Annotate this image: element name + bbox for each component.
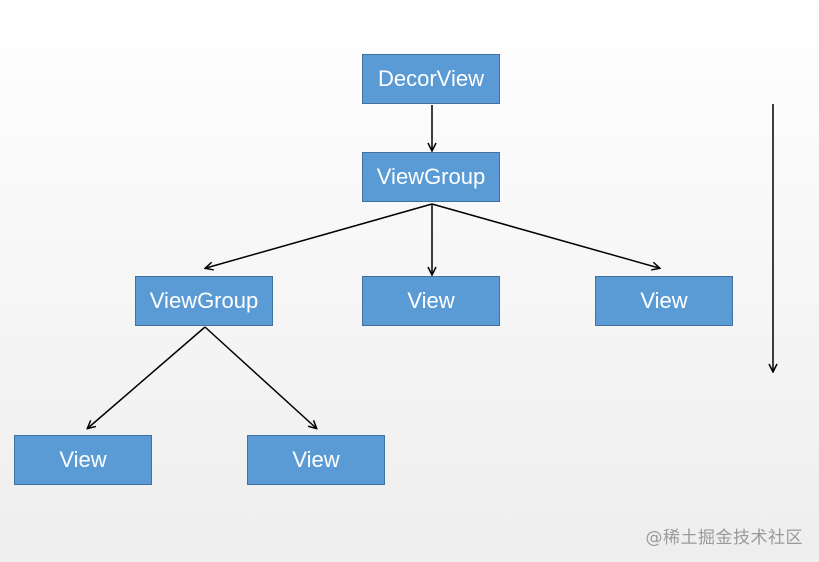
node-viewgroup-root: ViewGroup	[362, 152, 500, 202]
watermark: @稀土掘金技术社区	[645, 528, 803, 548]
node-view-right: View	[595, 276, 733, 326]
node-view-bottom-left: View	[14, 435, 152, 485]
node-decorview-label: DecorView	[378, 66, 484, 91]
node-viewgroup-child: ViewGroup	[135, 276, 273, 326]
node-viewgroup-child-label: ViewGroup	[149, 288, 259, 313]
node-view-bottom-mid-label: View	[292, 447, 340, 472]
edge-viewgroup-viewgroup	[206, 203, 433, 268]
node-view-right-label: View	[640, 288, 688, 313]
node-view-center-label: View	[407, 288, 455, 313]
edge-viewgroup-view-mid	[204, 326, 316, 428]
node-view-center: View	[362, 276, 500, 326]
edge-viewgroup-view-left	[88, 326, 206, 428]
edge-viewgroup-view-right	[431, 203, 659, 268]
node-viewgroup-root-label: ViewGroup	[376, 164, 486, 189]
node-view-bottom-mid: View	[247, 435, 385, 485]
node-decorview: DecorView	[362, 54, 500, 104]
node-view-bottom-left-label: View	[59, 447, 107, 472]
